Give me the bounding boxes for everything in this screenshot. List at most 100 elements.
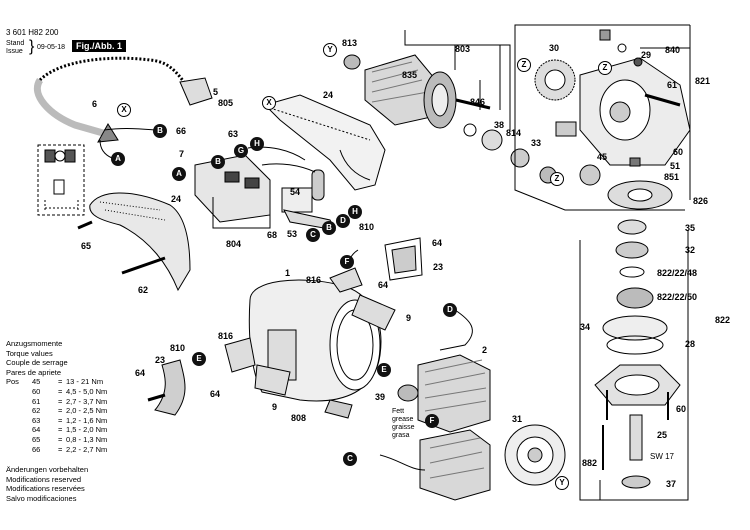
marker-d-switch: D: [336, 214, 350, 228]
marker-c-lower: C: [343, 452, 357, 466]
marker-h-switch: H: [250, 137, 264, 151]
label-840: 840: [665, 45, 681, 55]
label-9-lower: 9: [272, 402, 278, 412]
marker-f-brush: F: [340, 255, 354, 269]
label-7: 7: [179, 149, 185, 159]
label-6: 6: [92, 99, 98, 109]
change-notice: Änderungen vorbehalten Modifications res…: [6, 465, 89, 503]
torque-row: 62=2,0 - 2,5 Nm: [32, 406, 108, 416]
label-1: 1: [285, 268, 291, 278]
label-822-22-48: 822/22/48: [657, 268, 698, 278]
label-23-top: 23: [433, 262, 444, 272]
torque-table: Anzugsmomente Torque values Couple de se…: [6, 339, 126, 454]
label-29: 29: [641, 50, 652, 60]
label-25: 25: [657, 430, 668, 440]
marker-c-switch: C: [306, 228, 320, 242]
label-61: 61: [667, 80, 678, 90]
torque-row: 61=2,7 - 3,7 Nm: [32, 396, 108, 406]
marker-x-cord: X: [117, 103, 131, 117]
label-39: 39: [375, 392, 386, 402]
marker-f-stator: F: [425, 414, 439, 428]
label-24-handle: 24: [323, 90, 334, 100]
label-60-bottom: 60: [676, 404, 687, 414]
label-68: 68: [267, 230, 278, 240]
label-816-left: 816: [218, 331, 234, 341]
marker-b-lower: B: [322, 221, 336, 235]
auxiliary-handle: [89, 192, 191, 292]
label-54: 54: [290, 187, 301, 197]
label-33: 33: [531, 138, 542, 148]
label-24-aux: 24: [171, 194, 182, 204]
label-2: 2: [482, 345, 488, 355]
marker-a-cord: A: [111, 152, 125, 166]
label-803: 803: [455, 44, 471, 54]
label-28: 28: [685, 339, 696, 349]
issue-label: Issue: [6, 48, 23, 55]
label-822: 822: [715, 315, 731, 325]
label-62: 62: [138, 285, 149, 295]
marker-b-switch: B: [211, 155, 225, 169]
part-number: 3 601 H82 200: [6, 28, 59, 37]
switch-54: [281, 187, 313, 213]
torque-row: 63=1,2 - 1,6 Nm: [32, 415, 108, 425]
label-814: 814: [506, 128, 522, 138]
label-63: 63: [228, 129, 239, 139]
label-66: 66: [176, 126, 187, 136]
label-64-left2: 64: [210, 389, 221, 399]
label-35: 35: [685, 223, 696, 233]
label-813: 813: [342, 38, 358, 48]
marker-y-fan: Y: [555, 476, 569, 490]
marker-x-handle: X: [262, 96, 276, 110]
power-cord: [38, 56, 197, 97]
label-826: 826: [693, 196, 709, 206]
label-64-left: 64: [135, 368, 146, 378]
torque-row: 64=1,5 - 2,0 Nm: [32, 425, 108, 435]
marker-z-gear: Z: [517, 58, 531, 72]
torque-title-fr: Couple de serrage: [6, 358, 68, 368]
label-810-top: 810: [359, 222, 375, 232]
label-805: 805: [218, 98, 234, 108]
label-810-left: 810: [170, 343, 186, 353]
label-53: 53: [287, 229, 298, 239]
torque-title-de: Anzugsmomente: [6, 339, 63, 348]
plug: [179, 77, 213, 106]
marker-b-cord: B: [153, 124, 167, 138]
label-804: 804: [226, 239, 242, 249]
label-846: 846: [470, 97, 486, 107]
issue-date: 09-05-18: [37, 44, 66, 51]
cord-protector: [34, 78, 111, 139]
marker-z-housing: Z: [598, 61, 612, 75]
stand-label: Stand: [6, 40, 25, 47]
label-sw17: SW 17: [650, 452, 675, 461]
torque-title-en: Torque values: [6, 348, 53, 358]
label-64-brush: 64: [378, 280, 389, 290]
marker-h-lower: H: [348, 205, 362, 219]
label-5: 5: [213, 87, 219, 97]
label-38: 38: [494, 120, 505, 130]
label-822-22-50: 822/22/50: [657, 292, 698, 302]
label-816-top: 816: [306, 275, 322, 285]
label-34: 34: [580, 322, 591, 332]
label-23-left: 23: [155, 355, 166, 365]
label-37: 37: [666, 479, 677, 489]
marker-a-switch: A: [172, 167, 186, 181]
label-851: 851: [664, 172, 680, 182]
label-45: 45: [597, 152, 608, 162]
torque-title-es: Pares de apriete: [6, 367, 62, 377]
torque-row: 65=0,8 - 1,3 Nm: [32, 434, 108, 444]
label-808: 808: [291, 413, 307, 423]
label-9-top: 9: [406, 313, 412, 323]
brace-icon: }: [29, 38, 35, 55]
marker-e-stator: E: [377, 363, 391, 377]
marker-z-bearing: Z: [550, 172, 564, 186]
label-60-top: 60: [673, 147, 684, 157]
torque-row: 60=4,5 - 5,0 Nm: [32, 386, 108, 396]
label-32: 32: [685, 245, 696, 255]
label-821: 821: [695, 76, 711, 86]
figure-label: Fig./Abb. 1: [72, 40, 126, 52]
torque-row: 66=2,2 - 2,7 Nm: [32, 444, 108, 454]
marker-y-top: Y: [323, 43, 337, 57]
